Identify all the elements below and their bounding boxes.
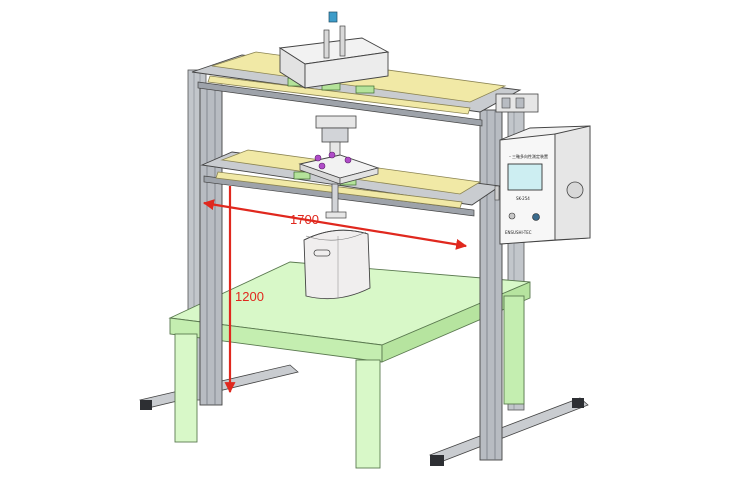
width-dimension: 1700 [202, 199, 468, 250]
middle-left-green-bracket [293, 171, 311, 180]
vertical-actuator [315, 115, 357, 161]
control-box-subtitle: SK-254 [516, 196, 530, 201]
right-floor-foot [429, 397, 589, 466]
right-gearbox [495, 93, 539, 113]
top-rear-green-bracket [355, 85, 375, 94]
purple-bolt-icon [314, 154, 322, 162]
purple-bolt-icon [328, 151, 336, 159]
right-front-post [479, 109, 503, 461]
width-arrow [202, 199, 468, 250]
table-leg-front-left [174, 333, 198, 443]
left-front-post [199, 84, 223, 406]
selector-switch-icon [508, 212, 516, 220]
bucket-handle-icon [313, 249, 331, 257]
purple-bolt-icon [318, 162, 326, 170]
test-bucket [303, 229, 371, 300]
height-label: 1200 [235, 289, 264, 304]
top-yellow-rail-front [207, 75, 471, 115]
control-box-title: ・三軸多向性測定装置 [508, 153, 548, 159]
green-table [168, 261, 531, 469]
middle-carriage-plate [298, 151, 380, 219]
top-carriage-box [278, 11, 390, 89]
control-box-footer: ENSUSHI-TEC [505, 230, 532, 235]
vent-port-icon [566, 181, 584, 199]
power-button-icon [532, 213, 540, 221]
height-dimension: 1200 [224, 186, 264, 394]
table-leg-front-right [355, 359, 381, 469]
top-blue-fitting [328, 11, 338, 23]
control-box: ・三軸多向性測定装置 SK-254 ENSUSHI-TEC [494, 125, 591, 245]
width-label: 1700 [290, 212, 319, 227]
control-screen [507, 163, 543, 191]
box-latch-icon [494, 185, 500, 201]
table-leg-back-right [503, 295, 525, 405]
purple-bolt-icon [344, 156, 352, 164]
